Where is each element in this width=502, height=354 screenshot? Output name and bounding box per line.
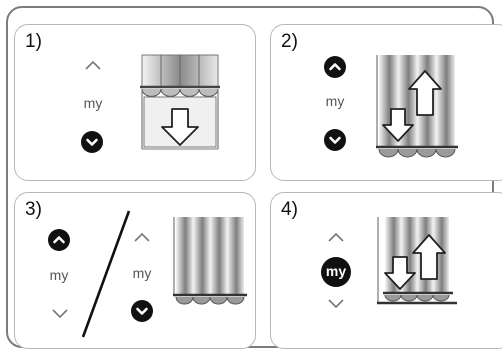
- shade-lowered-illustration: [173, 217, 247, 305]
- chevron-down-icon: [328, 299, 344, 309]
- chevron-up-icon: [329, 63, 341, 71]
- shade-my-position-illustration: [377, 217, 457, 305]
- chevron-down-icon: [136, 307, 148, 315]
- down-button: [81, 131, 103, 153]
- arrow-up-icon: [412, 234, 446, 280]
- chevron-up-icon: [328, 232, 344, 242]
- chevron-up-icon: [53, 236, 65, 244]
- step-panel-4: 4) my: [270, 192, 502, 349]
- arrow-down-icon: [382, 108, 414, 142]
- up-button: [324, 56, 346, 78]
- step-number: 4): [281, 199, 298, 220]
- step-number: 3): [25, 199, 42, 220]
- chevron-up-icon: [134, 232, 150, 242]
- my-label: my: [83, 95, 103, 111]
- chevron-down-icon: [329, 136, 341, 144]
- up-button: [48, 229, 70, 251]
- down-button: [131, 300, 153, 322]
- step-number: 1): [25, 31, 42, 52]
- my-button: my: [321, 257, 351, 287]
- or-divider-slash: [81, 210, 131, 338]
- step-number: 2): [281, 31, 298, 52]
- arrow-up-icon: [408, 70, 442, 116]
- step-panel-2: 2) my: [270, 24, 502, 181]
- step-panel-3: 3) my my: [14, 192, 256, 349]
- my-label: my: [49, 267, 69, 283]
- arrow-down-icon: [384, 256, 416, 290]
- down-button: [324, 129, 346, 151]
- chevron-down-icon: [52, 309, 68, 319]
- chevron-up-icon: [85, 60, 101, 70]
- shade-moving-illustration: [376, 55, 458, 158]
- arrow-down-icon: [161, 108, 199, 146]
- step-panel-1: 1) my: [14, 24, 256, 181]
- my-label: my: [325, 93, 345, 109]
- awning-extended-illustration: [140, 54, 220, 150]
- chevron-down-icon: [86, 138, 98, 146]
- my-label: my: [132, 265, 152, 281]
